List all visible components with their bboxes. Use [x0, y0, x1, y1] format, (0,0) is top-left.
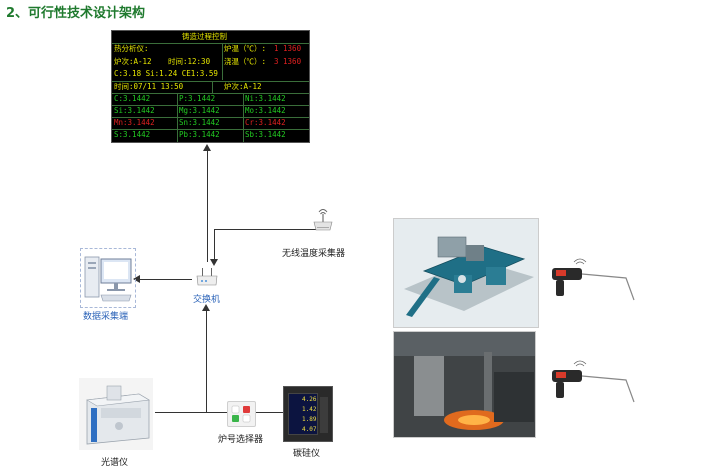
- switch-device: [195, 266, 219, 288]
- arrow-up-icon: [202, 304, 210, 311]
- wireless-collector-device: [312, 206, 334, 232]
- element-ni: Ni:3.1442: [245, 94, 286, 103]
- thermometer-probe-icon: [552, 258, 635, 301]
- analysis-time: 时间:12:30: [168, 57, 211, 66]
- element-si: Si:3.1442: [114, 106, 155, 115]
- spectro-time: 时间:07/11 13:50: [114, 82, 184, 91]
- wireless-collector-label: 无线温度采集器: [282, 249, 346, 259]
- spectro-heat: 炉次:A-12: [224, 82, 262, 91]
- bottom-switch-line: [206, 310, 207, 412]
- process-control-display: 铸造过程控制 热分析仪: 炉温（℃）: 1 1360 炉次:A-12 时间:12…: [111, 30, 310, 143]
- pour-temp-label: 浇温（℃）:: [224, 57, 267, 66]
- switch-collector-line: [140, 279, 192, 280]
- selector-buttons-icon: [231, 405, 251, 423]
- arrow-left-icon: [133, 275, 140, 283]
- platform-model-icon: [394, 219, 538, 327]
- element-mo: Mo:3.1442: [245, 106, 286, 115]
- meter-keypad: [320, 397, 328, 433]
- element-sn: Sn:3.1442: [179, 118, 220, 127]
- data-collector-label: 数据采集端: [83, 312, 129, 322]
- casting-scene-icon: [394, 332, 535, 437]
- carbon-silicon-device: 4.26 1.42 1.89 4.07: [283, 386, 333, 442]
- heat-number: 炉次:A-12: [114, 57, 152, 66]
- meter-screen: [288, 393, 318, 435]
- meter-value: 1.89: [302, 416, 317, 423]
- wireless-router-icon: [313, 209, 333, 231]
- switch-label: 交换机: [193, 295, 221, 305]
- wireless-line: [214, 229, 319, 230]
- element-s: S:3.1442: [114, 130, 151, 139]
- meter-value: 4.26: [302, 396, 317, 403]
- element-sb: Sb:3.1442: [245, 130, 286, 139]
- thermometer-gun-top: [546, 256, 638, 302]
- carbon-silicon-label: 碳硅仪: [293, 449, 321, 459]
- plant-3d-model-image: [393, 218, 539, 328]
- thermal-result: C:3.18 Si:1.24 CE1:3.59: [114, 69, 218, 78]
- arrow-up-icon: [203, 144, 211, 151]
- data-collector-box: [80, 248, 136, 308]
- element-pb: Pb:3.1442: [179, 130, 220, 139]
- meter-value: 1.42: [302, 406, 317, 413]
- thermometer-gun-bottom: [546, 358, 638, 404]
- spectrometer-label: 光谱仪: [101, 458, 129, 468]
- element-cr: Cr:3.1442: [245, 118, 286, 127]
- element-p: P:3.1442: [179, 94, 216, 103]
- arrow-down-icon: [210, 259, 218, 266]
- element-mn: Mn:3.1442: [114, 118, 155, 127]
- board-switch-line: [207, 150, 208, 262]
- furnace-selector-device: [227, 401, 256, 427]
- meter-readings: 4.26 1.42 1.89 4.07: [302, 395, 316, 435]
- display-title: 铸造过程控制: [182, 32, 227, 41]
- meter-value: 4.07: [302, 426, 317, 433]
- spectrometer-icon: [86, 385, 150, 445]
- page-heading: 2、可行性技术设计架构: [6, 6, 146, 21]
- pour-temp-value: 3 1360: [274, 57, 302, 66]
- computer-icon: [84, 256, 132, 302]
- thermal-analyzer-label: 热分析仪:: [114, 44, 149, 53]
- thermometer-probe-icon: [552, 360, 635, 403]
- furnace-temp-value: 1 1360: [274, 44, 302, 53]
- casting-photo-image: [393, 331, 536, 438]
- furnace-selector-label: 炉号选择器: [218, 435, 264, 445]
- bottom-bus-line: [155, 412, 283, 413]
- element-c: C:3.1442: [114, 94, 151, 103]
- furnace-temp-label: 炉温（℃）:: [224, 44, 267, 53]
- spectrometer-device: [79, 378, 153, 450]
- wireless-drop-line: [214, 229, 215, 263]
- switch-icon: [196, 268, 218, 286]
- element-mg: Mg:3.1442: [179, 106, 220, 115]
